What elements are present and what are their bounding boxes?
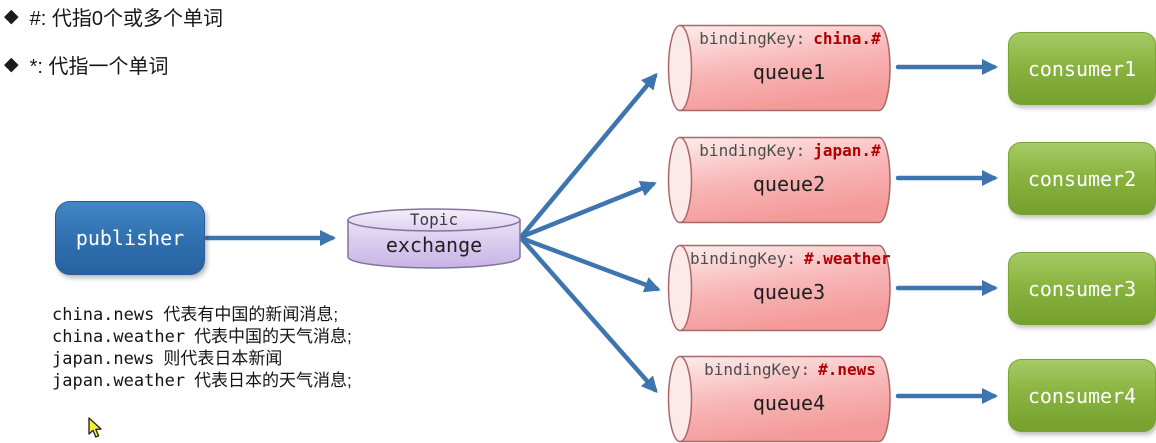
arrow-exchange-queue1 (518, 72, 658, 240)
queue3-name: queue3 (752, 280, 826, 304)
queue1-name: queue1 (752, 60, 826, 84)
cylinder-shape (347, 208, 521, 269)
exchange-name: exchange (385, 233, 483, 257)
queue2-binding-key: bindingKey:japan.# (699, 141, 881, 160)
consumer2-node: consumer2 (1008, 142, 1156, 215)
queue1-binding-key: bindingKey:china.# (699, 29, 881, 48)
consumer1-node: consumer1 (1008, 32, 1156, 105)
legend-item-hash: ◆ #: 代指0个或多个单词 (4, 2, 223, 31)
cylinder-shape (667, 24, 891, 112)
queue3-node: bindingKey:#.weather queue3 (666, 244, 894, 332)
queue2-name: queue2 (752, 172, 826, 196)
diamond-bullet-icon: ◆ (4, 6, 19, 27)
cylinder-shape (667, 136, 891, 224)
mouse-cursor-icon (88, 417, 102, 438)
legend-item-star: ◆ *: 代指一个单词 (4, 50, 169, 79)
arrow-exchange-queue3 (518, 235, 661, 293)
legend-text-hash: #: 代指0个或多个单词 (29, 8, 223, 30)
cylinder-shape (667, 355, 891, 443)
exchange-node: Topic exchange (346, 207, 522, 271)
legend-text-star: *: 代指一个单词 (29, 56, 169, 78)
queue1-node: bindingKey:china.# queue1 (666, 24, 894, 112)
publisher-node: publisher (55, 201, 205, 275)
queue4-node: bindingKey:#.news queue4 (666, 355, 894, 443)
queue4-binding-key: bindingKey:#.news (704, 360, 876, 379)
consumer3-label: consumer3 (1027, 276, 1137, 301)
consumer3-node: consumer3 (1008, 252, 1156, 325)
diamond-bullet-icon: ◆ (4, 54, 19, 75)
exchange-type-label: Topic (409, 210, 459, 229)
queue4-name: queue4 (752, 391, 826, 415)
consumer1-label: consumer1 (1027, 56, 1137, 81)
cylinder-shape (667, 244, 891, 332)
consumer4-node: consumer4 (1008, 359, 1156, 432)
consumer2-label: consumer2 (1027, 166, 1137, 191)
publisher-label: publisher (75, 226, 185, 250)
arrow-exchange-queue4 (518, 235, 658, 394)
queue3-binding-key: bindingKey:#.weather (690, 249, 891, 268)
consumer4-label: consumer4 (1027, 383, 1137, 408)
queue2-node: bindingKey:japan.# queue2 (666, 136, 894, 224)
arrow-exchange-queue2 (518, 181, 657, 240)
